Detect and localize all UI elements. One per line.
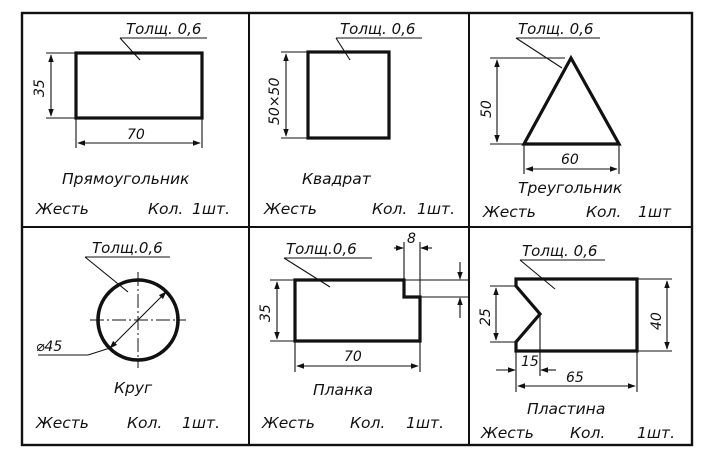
part-title: Планка [313,381,373,399]
thickness-leader [515,37,563,69]
cell-triangle: Толщ. 0,6 50 60 Треугольник Жесть Кол. 1… [479,20,672,221]
dimension-notch-height: 25 [478,308,494,326]
quantity-label: Кол. [570,424,605,442]
quantity-value: 1шт. [192,200,230,218]
quantity-label: Кол. [350,414,385,432]
material-label: Жесть [35,200,89,218]
quantity-value: 1шт [638,203,672,221]
cell-circle: ⌀45 Толщ.0,6 Круг Жесть Кол. 1шт. [35,239,220,432]
dimension-side: 50×50 [267,78,283,125]
cell-bar: Толщ.0,6 8 35 70 Планка Жесть Кол. 1шт. [258,231,468,432]
thickness-label: Толщ. 0,6 [126,20,201,38]
rectangle-shape [74,51,204,120]
plate-shape [514,277,639,353]
quantity-value: 1шт. [637,424,675,442]
part-title: Пластина [527,400,605,418]
sheet-frame [20,11,694,447]
dimension-diameter: ⌀45 [36,339,62,355]
quantity-value: 1шт. [406,414,444,432]
triangle-shape [521,54,622,146]
quantity-label: Кол. [372,200,407,218]
cell-square: Толщ. 0,6 50×50 Квадрат Жесть Кол. 1шт. [263,20,455,218]
dimension-length: 65 [566,370,584,386]
thickness-leader [519,259,556,290]
dimension-length: 70 [344,349,362,365]
dimension-height: 50 [479,100,495,118]
thickness-leader [84,256,129,293]
thickness-leader [119,37,141,61]
thickness-label: Толщ. 0,6 [518,20,593,38]
bar-shape [293,278,422,343]
material-label: Жесть [35,414,89,432]
dimension-height: 40 [649,312,665,330]
part-title: Прямоугольник [62,170,190,188]
quantity-label: Кол. [586,203,621,221]
diameter-leader [87,347,111,356]
quantity-label: Кол. [127,414,162,432]
dimension-height: 35 [32,79,48,97]
dimension-notch-width: 8 [407,231,416,247]
quantity-value: 1шт. [417,200,455,218]
dimension-width: 70 [127,127,145,143]
dimension-line-diameter [109,291,167,349]
quantity-label: Кол. [148,200,183,218]
thickness-leader [283,257,331,288]
material-label: Жесть [261,414,315,432]
material-label: Жесть [263,200,317,218]
part-title: Квадрат [302,170,372,188]
dimension-notch-depth: 15 [521,354,539,370]
cell-rectangle: Толщ. 0,6 35 70 Прямоугольник Жесть Кол.… [32,20,230,218]
part-title: Треугольник [518,179,623,197]
thickness-label: Толщ. 0,6 [522,242,597,260]
part-title: Круг [114,379,153,397]
cell-plate: Толщ. 0,6 25 40 15 65 Пластина Жесть Кол… [478,242,675,442]
thickness-label: Толщ. 0,6 [340,20,415,38]
dimension-height: 35 [258,304,274,322]
material-label: Жесть [480,424,534,442]
square-shape [306,50,391,140]
thickness-label: Толщ.0,6 [286,240,357,258]
quantity-value: 1шт. [182,414,220,432]
thickness-label: Толщ.0,6 [92,239,163,257]
material-label: Жесть [482,203,536,221]
dimension-base: 60 [561,152,579,168]
thickness-leader [335,37,351,61]
